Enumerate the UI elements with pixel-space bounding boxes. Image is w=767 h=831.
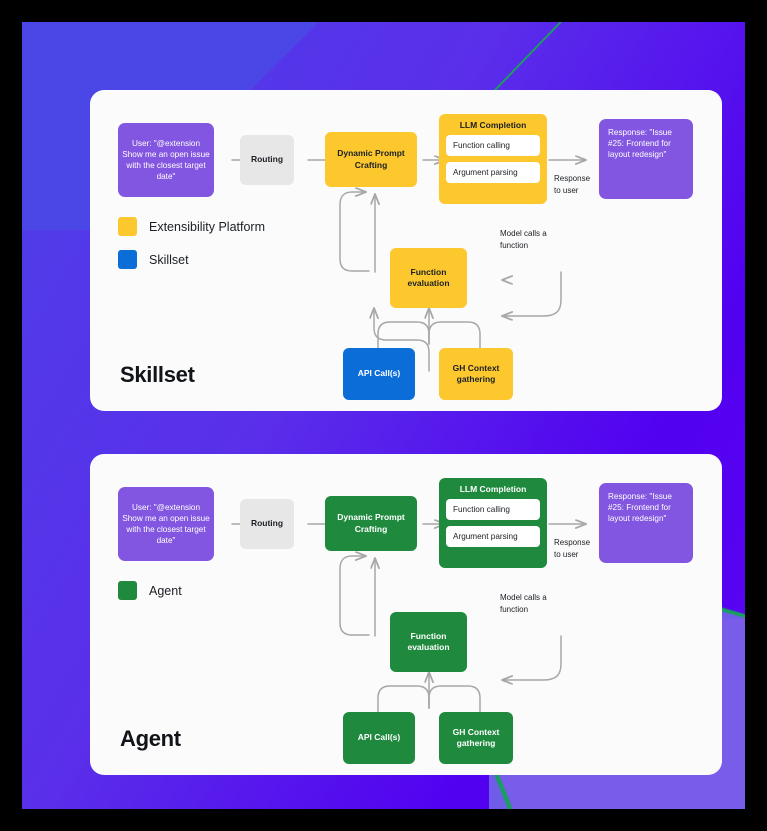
panel-agent: User: "@extension Show me an open issue … (90, 454, 722, 775)
legend-item-skillset: Skillset (118, 250, 189, 269)
node-function-evaluation: Function evaluation (390, 248, 467, 308)
legend-swatch-yellow (118, 217, 137, 236)
legend-item-agent: Agent (118, 581, 182, 600)
llm-row-argument-parsing: Argument parsing (446, 526, 540, 547)
llm-completion-title: LLM Completion (459, 120, 527, 130)
node-user: User: "@extension Show me an open issue … (118, 487, 214, 561)
node-gh-context: GH Context gathering (439, 348, 513, 400)
legend-item-extensibility-platform: Extensibility Platform (118, 217, 265, 236)
legend-label-extensibility-platform: Extensibility Platform (149, 219, 266, 234)
legend-label-agent: Agent (149, 583, 182, 598)
llm-row-function-calling: Function calling (446, 499, 540, 520)
legend-swatch-blue (118, 250, 137, 269)
llm-row-function-calling: Function calling (446, 135, 540, 156)
node-api-calls: API Call(s) (343, 348, 415, 400)
panel-title-skillset: Skillset (120, 362, 195, 387)
llm-row-argument-parsing: Argument parsing (446, 162, 540, 183)
llm-completion-title: LLM Completion (459, 484, 527, 494)
panel-skillset: User: "@extension Show me an open issue … (90, 90, 722, 411)
node-response: Response: "Issue #25: Frontend for layou… (599, 483, 693, 563)
edge-label-model-calls: Model calls a function (500, 229, 547, 250)
gradient-canvas: User: "@extension Show me an open issue … (22, 22, 745, 809)
node-gh-context: GH Context gathering (439, 712, 513, 764)
edge-label-model-calls: Model calls a function (500, 593, 547, 614)
node-user: User: "@extension Show me an open issue … (118, 123, 214, 197)
node-api-calls: API Call(s) (343, 712, 415, 764)
node-dynamic-prompt: Dynamic Prompt Crafting (325, 496, 417, 551)
node-routing: Routing (240, 135, 294, 185)
node-llm-completion: LLM Completion Function calling Argument… (439, 478, 547, 568)
node-dynamic-prompt: Dynamic Prompt Crafting (325, 132, 417, 187)
panel-title-agent: Agent (120, 726, 181, 751)
legend-swatch-green (118, 581, 137, 600)
edge-label-response-to-user: Response to user (554, 174, 591, 195)
node-routing: Routing (240, 499, 294, 549)
legend-label-skillset: Skillset (149, 252, 189, 267)
node-response: Response: "Issue #25: Frontend for layou… (599, 119, 693, 199)
node-function-evaluation: Function evaluation (390, 612, 467, 672)
node-llm-completion: LLM Completion Function calling Argument… (439, 114, 547, 204)
edge-label-response-to-user: Response to user (554, 538, 591, 559)
